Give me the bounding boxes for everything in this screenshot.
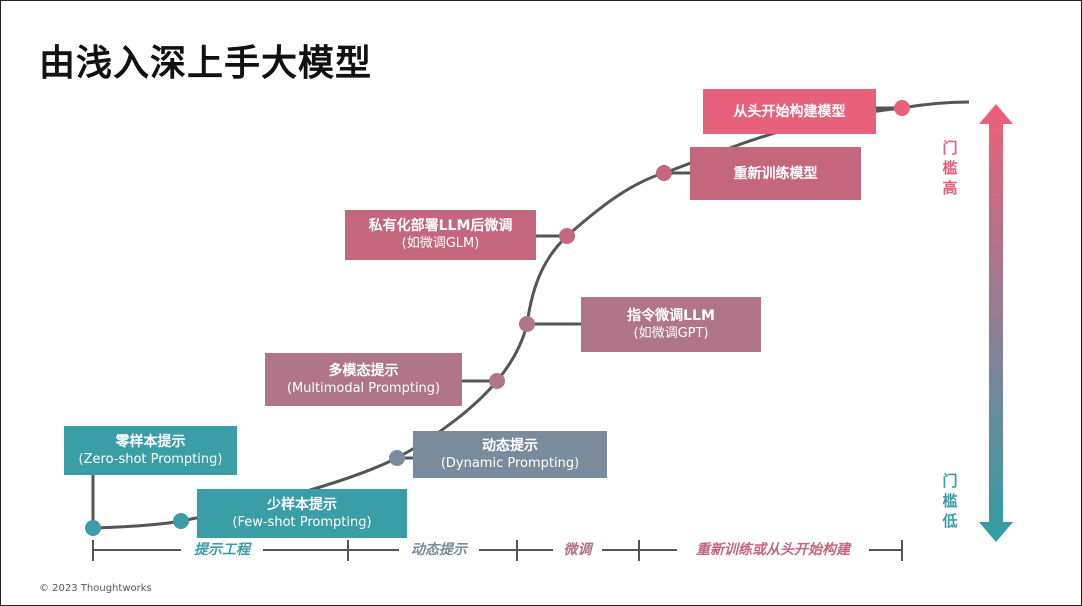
threshold-arrow (979, 104, 1013, 542)
zero-shot-dot (85, 520, 101, 536)
dynamic-title: 动态提示 (482, 437, 538, 454)
instruct-dot (519, 316, 535, 332)
multimodal-title: 多模态提示 (328, 362, 399, 379)
private-dot (559, 228, 575, 244)
instruct-box: 指令微调LLM (如微调GPT) (581, 297, 761, 352)
retrain-box: 重新训练模型 (690, 147, 861, 200)
private-title: 私有化部署LLM后微调 (368, 218, 513, 234)
dynamic-box: 动态提示 (Dynamic Prompting) (413, 431, 607, 478)
threshold-low-label: 门槛低 (942, 472, 958, 530)
zero-shot-subtitle: (Zero-shot Prompting) (78, 451, 223, 467)
instruct-title: 指令微调LLM (627, 307, 715, 324)
zero-shot-box: 零样本提示 (Zero-shot Prompting) (64, 426, 237, 475)
zero-shot-title: 零样本提示 (115, 433, 186, 450)
scratch-box: 从头开始构建模型 (703, 89, 876, 134)
threshold-high-label: 门槛高 (942, 139, 958, 197)
private-subtitle: (如微调GLM) (401, 236, 480, 251)
multimodal-dot (489, 373, 505, 389)
few-shot-dot (173, 513, 189, 529)
phase-label-fine-tuning: 微调 (563, 542, 592, 558)
dynamic-dot (389, 450, 405, 466)
multimodal-subtitle: (Multimodal Prompting) (286, 380, 441, 396)
phase-label-dynamic-prompting: 动态提示 (411, 542, 467, 558)
instruct-subtitle: (如微调GPT) (633, 325, 709, 341)
few-shot-title: 少样本提示 (267, 496, 337, 513)
private-box: 私有化部署LLM后微调 (如微调GLM) (345, 210, 536, 260)
copyright-text: © 2023 Thoughtworks (39, 583, 152, 594)
slide-title: 由浅入深上手大模型 (39, 43, 373, 84)
scratch-title: 从头开始构建模型 (733, 103, 846, 120)
scratch-dot (894, 100, 910, 116)
multimodal-box: 多模态提示 (Multimodal Prompting) (265, 353, 462, 406)
retrain-title: 重新训练模型 (733, 165, 818, 182)
few-shot-box: 少样本提示 (Few-shot Prompting) (197, 489, 407, 538)
dynamic-subtitle: (Dynamic Prompting) (440, 455, 580, 471)
few-shot-subtitle: (Few-shot Prompting) (232, 514, 372, 530)
phase-label-retrain-or-build: 重新训练或从头开始构建 (696, 542, 850, 558)
retrain-dot (656, 165, 672, 181)
phase-label-prompt-engineering: 提示工程 (194, 542, 250, 558)
